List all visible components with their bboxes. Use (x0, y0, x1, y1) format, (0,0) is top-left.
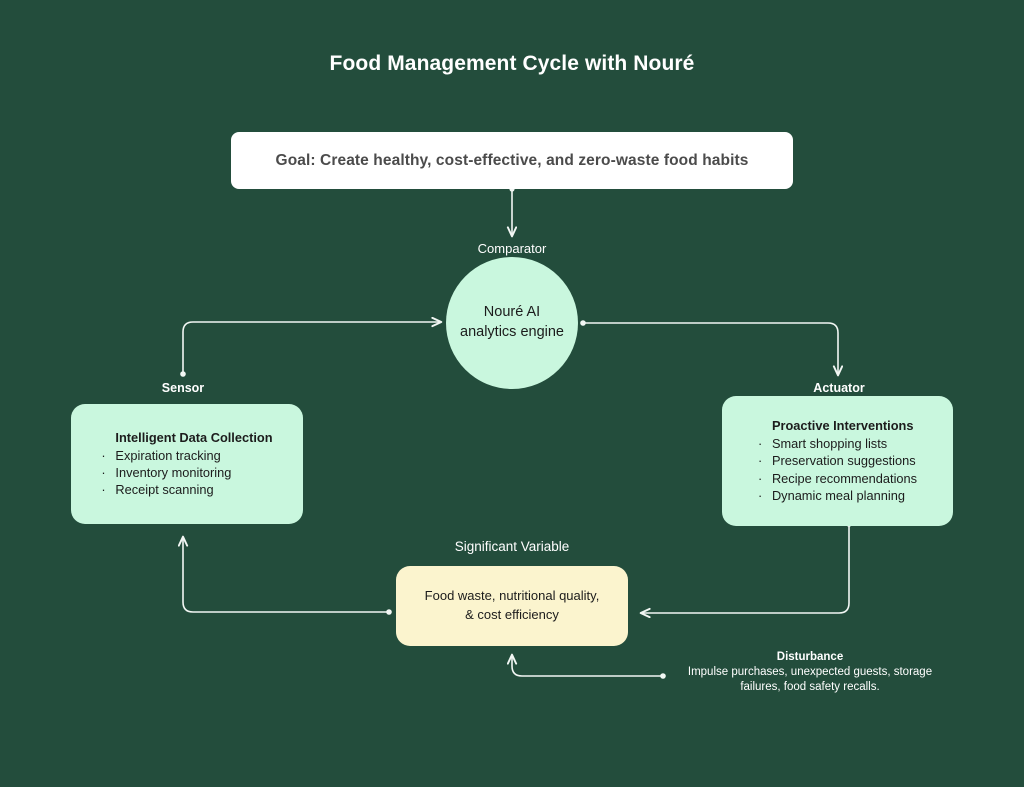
bullet-glyph: · (757, 453, 763, 469)
bullet-glyph: · (757, 487, 763, 503)
sensor-to-comparator-line (182, 316, 443, 374)
actuator-bullet-3: · Recipe recommendations (758, 470, 917, 487)
bullet-glyph: · (757, 470, 763, 486)
bullet-glyph: · (101, 482, 106, 498)
actuator-bullet-3-text: Recipe recommendations (771, 470, 918, 486)
bullet-glyph: · (101, 447, 106, 463)
actuator-bullet-4: · Dynamic meal planning (758, 487, 917, 504)
disturbance-block: Disturbance Impulse purchases, unexpecte… (672, 651, 948, 695)
disturbance-line-2: failures, food safety recalls. (740, 680, 880, 693)
sensor-bullet-1: · Expiration tracking (101, 447, 272, 464)
actuator-bullet-1-text: Smart shopping lists (771, 436, 888, 452)
sensor-bullet-1-text: Expiration tracking (115, 447, 221, 463)
actuator-node: Proactive Interventions · Smart shopping … (722, 396, 953, 526)
bullet-glyph: · (101, 464, 106, 480)
actuator-label: Actuator (813, 381, 865, 395)
actuator-bullet-2: · Preservation suggestions (758, 452, 917, 469)
variable-to-sensor-origin-dot (386, 609, 392, 615)
bullet-glyph: · (757, 436, 763, 452)
goal-text: Goal: Create healthy, cost-effective, an… (275, 151, 749, 169)
sensor-title: Intelligent Data Collection (115, 429, 273, 445)
sensor-bullet-3-text: Receipt scanning (115, 482, 214, 498)
significant-variable-line-2: & cost efficiency (465, 607, 559, 622)
sensor-bullet-3: · Receipt scanning (101, 481, 272, 498)
goal-box: Goal: Create healthy, cost-effective, an… (231, 132, 793, 189)
disturbance-to-variable-line (506, 653, 663, 677)
comparator-to-actuator-line (583, 322, 844, 377)
actuator-to-variable-line (639, 524, 850, 619)
disturbance-origin-dot (660, 673, 666, 679)
sensor-bullet-2-text: Inventory monitoring (115, 464, 232, 480)
significant-variable-line-1: Food waste, nutritional quality, (424, 588, 600, 604)
disturbance-line-1: Impulse purchases, unexpected guests, st… (687, 666, 933, 678)
actuator-bullet-4-text: Dynamic meal planning (771, 487, 905, 503)
actuator-bullet-1: · Smart shopping lists (758, 435, 917, 452)
sensor-bullet-2: · Inventory monitoring (101, 464, 272, 481)
comparator-node: Nouré AI analytics engine (446, 257, 578, 389)
page-title: Food Management Cycle with Nouré (329, 52, 695, 75)
actuator-bullet-2-text: Preservation suggestions (771, 453, 916, 469)
actuator-title: Proactive Interventions (771, 418, 914, 434)
comparator-line-2: analytics engine (460, 324, 564, 340)
variable-to-sensor-line (177, 535, 389, 613)
comparator-line-1: Nouré AI (483, 304, 541, 321)
sensor-label: Sensor (161, 381, 205, 395)
comparator-label: Comparator (477, 241, 547, 256)
sensor-node: Intelligent Data Collection · Expiration … (71, 404, 303, 524)
comparator-to-actuator-origin-dot (580, 320, 586, 326)
sensor-to-comparator-origin-dot (180, 371, 186, 377)
significant-variable-label: Significant Variable (454, 539, 570, 554)
disturbance-title: Disturbance (776, 651, 844, 663)
significant-variable-node: Food waste, nutritional quality, & cost … (396, 566, 628, 646)
